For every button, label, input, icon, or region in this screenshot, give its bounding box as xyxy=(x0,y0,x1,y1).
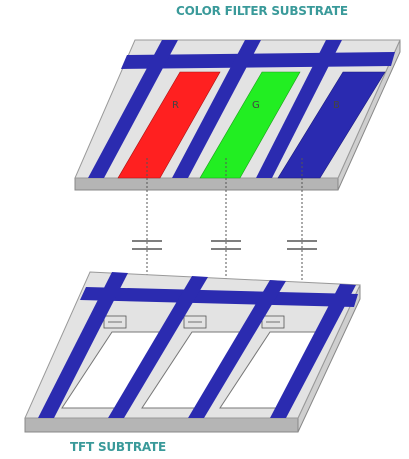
color-filter-stripe-3 xyxy=(256,40,342,178)
filter-letter-r: R xyxy=(172,100,179,111)
tft-plate-edge xyxy=(24,417,299,433)
green-filter xyxy=(199,71,301,179)
filter-letter-b: B xyxy=(333,100,340,111)
filter-letter-g: G xyxy=(252,100,260,111)
color-filter-substrate-label: COLOR FILTER SUBSTRATE xyxy=(176,4,348,18)
color-filter-substrate: R G B xyxy=(74,39,401,191)
color-filter-stripe-1 xyxy=(88,40,178,178)
tft-transistor-2 xyxy=(183,315,207,329)
tft-gate-line xyxy=(80,287,358,307)
tft-substrate xyxy=(24,271,361,433)
tft-transistor-3 xyxy=(261,315,285,329)
blue-filter xyxy=(277,71,386,179)
tft-transistor-1 xyxy=(103,315,127,329)
color-filter-plate-edge xyxy=(74,177,339,191)
tft-data-line-2 xyxy=(108,276,208,418)
tft-data-line-1 xyxy=(38,272,128,418)
color-filter-stripe-2 xyxy=(172,40,261,178)
tft-data-line-3 xyxy=(188,280,286,418)
tft-substrate-label: TFT SUBTRATE xyxy=(70,440,167,454)
tft-transistors xyxy=(103,315,285,329)
capacitor-connections xyxy=(132,158,317,320)
red-filter xyxy=(117,71,221,179)
tft-data-line-4 xyxy=(270,284,356,418)
